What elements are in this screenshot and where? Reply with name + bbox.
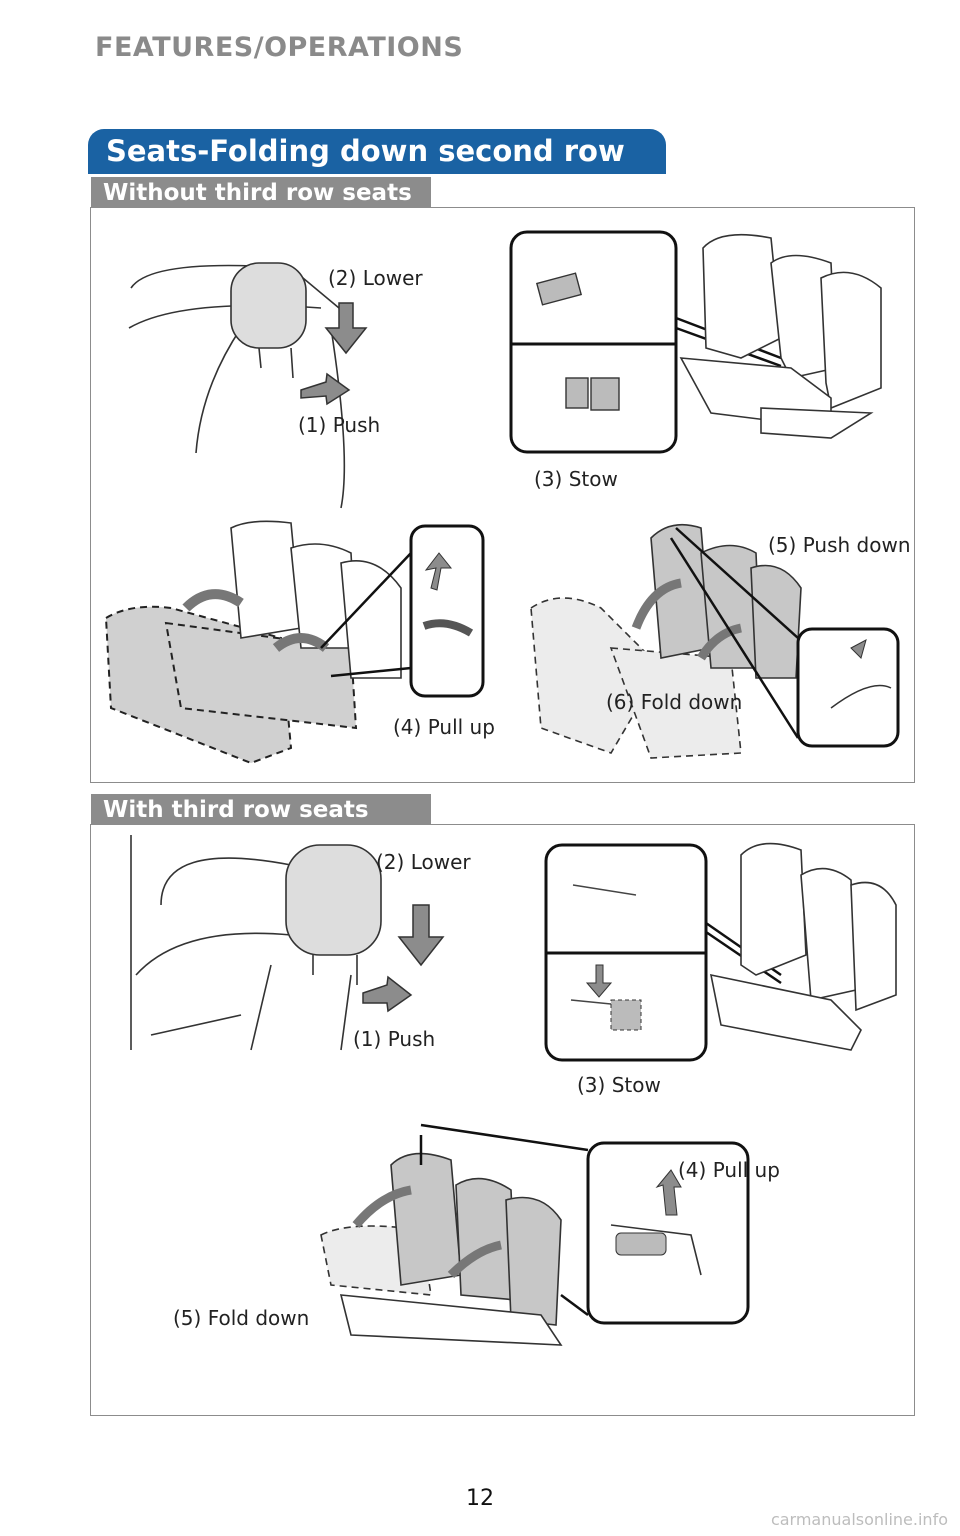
illustration-with-third-row	[130, 835, 897, 1346]
watermark: carmanualsonline.info	[770, 1510, 948, 1529]
tab-with-third-row: With third row seats	[91, 794, 431, 826]
page-title: Seats-Folding down second row seats	[88, 129, 666, 213]
label-lower: (2) Lower	[376, 850, 471, 874]
tab-without-third-row: Without third row seats	[91, 177, 431, 209]
label-pull-up: (4) Pull up	[393, 715, 495, 739]
label-lower: (2) Lower	[328, 266, 423, 290]
panel-without-third-row: (2) Lower (1) Push (3) Stow (5) Push dow…	[90, 207, 915, 783]
panel-with-third-row: (2) Lower (1) Push (3) Stow (4) Pull up …	[90, 824, 915, 1416]
label-fold-down: (5) Fold down	[173, 1306, 310, 1330]
section-header: FEATURES/OPERATIONS	[95, 32, 464, 63]
page-number: 12	[466, 1486, 494, 1511]
label-stow: (3) Stow	[534, 467, 618, 491]
label-fold-down: (6) Fold down	[606, 690, 743, 714]
illustration-without-third-row	[104, 230, 900, 765]
label-pull-up: (4) Pull up	[678, 1158, 780, 1182]
label-push: (1) Push	[298, 413, 381, 437]
label-push: (1) Push	[353, 1027, 436, 1051]
label-stow: (3) Stow	[577, 1073, 661, 1097]
label-push-down: (5) Push down	[768, 533, 911, 557]
